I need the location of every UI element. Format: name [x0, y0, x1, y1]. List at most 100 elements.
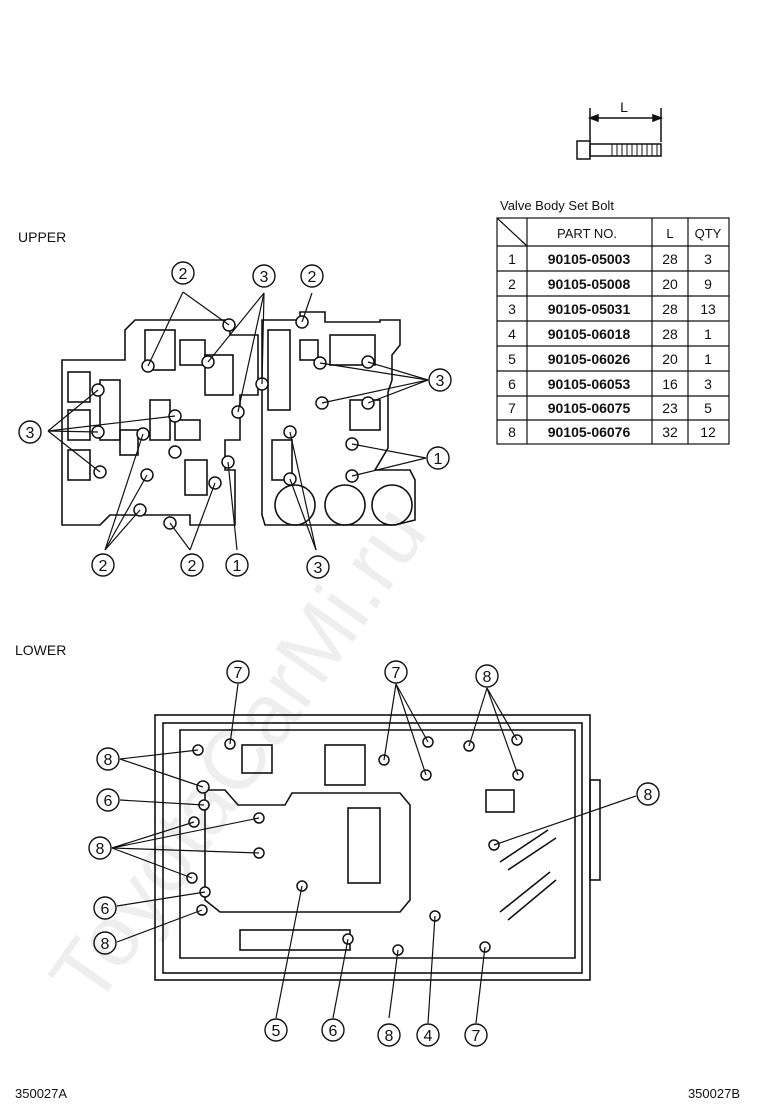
svg-text:90105-05031: 90105-05031 [548, 301, 631, 317]
svg-text:8: 8 [508, 424, 516, 440]
svg-text:3: 3 [260, 269, 269, 286]
svg-text:13: 13 [700, 301, 716, 317]
table-header-qty: QTY [695, 226, 722, 241]
table-row: 1 90105-05003 28 3 [508, 251, 712, 267]
svg-text:8: 8 [483, 669, 492, 686]
svg-text:3: 3 [704, 376, 712, 392]
svg-text:20: 20 [662, 351, 678, 367]
callout-2: 2 [180, 553, 204, 577]
table-header-l: L [666, 226, 673, 241]
svg-text:7: 7 [508, 400, 516, 416]
svg-text:90105-05003: 90105-05003 [548, 251, 631, 267]
lower-valve-body [154, 714, 601, 981]
callout-7: 7 [384, 660, 408, 684]
svg-text:90105-05008: 90105-05008 [548, 276, 631, 292]
svg-text:28: 28 [662, 326, 678, 342]
svg-text:4: 4 [424, 1028, 433, 1045]
callout-2: 2 [171, 261, 195, 285]
callout-4: 4 [416, 1023, 440, 1047]
lower-leader-lines [111, 683, 637, 1024]
callout-8: 8 [93, 931, 117, 955]
svg-text:12: 12 [700, 424, 716, 440]
callout-6: 6 [96, 788, 120, 812]
svg-text:20: 20 [662, 276, 678, 292]
callout-7: 7 [464, 1023, 488, 1047]
callout-8: 8 [96, 747, 120, 771]
upper-label: UPPER [18, 229, 66, 245]
svg-text:90105-06053: 90105-06053 [548, 376, 631, 392]
svg-text:3: 3 [704, 251, 712, 267]
callout-5: 5 [264, 1018, 288, 1042]
svg-text:1: 1 [704, 326, 712, 342]
svg-text:8: 8 [101, 936, 110, 953]
svg-text:3: 3 [508, 301, 516, 317]
svg-text:9: 9 [704, 276, 712, 292]
svg-text:32: 32 [662, 424, 678, 440]
svg-text:7: 7 [234, 665, 243, 682]
svg-text:6: 6 [508, 376, 516, 392]
table-title: Valve Body Set Bolt [500, 198, 614, 213]
callout-8: 8 [475, 664, 499, 688]
callout-8: 8 [377, 1023, 401, 1047]
svg-text:8: 8 [96, 841, 105, 858]
svg-text:3: 3 [26, 425, 35, 442]
svg-text:2: 2 [308, 269, 317, 286]
callout-2: 2 [300, 264, 324, 288]
callout-8: 8 [636, 782, 660, 806]
dimension-label: L [620, 99, 628, 115]
svg-text:7: 7 [472, 1028, 481, 1045]
callout-1: 1 [225, 553, 249, 577]
svg-text:90105-06026: 90105-06026 [548, 351, 631, 367]
callout-3: 3 [18, 420, 42, 444]
svg-text:5: 5 [272, 1023, 281, 1040]
table-row: 6 90105-06053 16 3 [508, 376, 712, 392]
svg-text:1: 1 [434, 451, 443, 468]
svg-text:8: 8 [385, 1028, 394, 1045]
svg-text:8: 8 [644, 787, 653, 804]
svg-text:8: 8 [104, 752, 113, 769]
callout-3: 3 [306, 555, 330, 579]
svg-text:3: 3 [436, 373, 445, 390]
table-row: 7 90105-06075 23 5 [508, 400, 712, 416]
svg-text:90105-06018: 90105-06018 [548, 326, 631, 342]
figure-code-left: 350027A [15, 1086, 67, 1101]
callout-6: 6 [93, 896, 117, 920]
table-row: 8 90105-06076 32 12 [508, 424, 716, 440]
callout-3: 3 [252, 264, 276, 288]
callout-3: 3 [428, 368, 452, 392]
lower-label: LOWER [15, 642, 66, 658]
callout-7: 7 [226, 660, 250, 684]
svg-text:1: 1 [704, 351, 712, 367]
svg-text:4: 4 [508, 326, 516, 342]
svg-text:90105-06075: 90105-06075 [548, 400, 631, 416]
svg-text:1: 1 [233, 558, 242, 575]
svg-text:3: 3 [314, 560, 323, 577]
svg-text:28: 28 [662, 251, 678, 267]
table-row: 5 90105-06026 20 1 [508, 351, 712, 367]
figure-code-right: 350027B [688, 1086, 740, 1101]
svg-text:2: 2 [508, 276, 516, 292]
upper-valve-body [61, 311, 416, 526]
upper-leader-lines [47, 291, 429, 551]
svg-text:16: 16 [662, 376, 678, 392]
svg-text:6: 6 [329, 1023, 338, 1040]
table-row: 3 90105-05031 28 13 [508, 301, 716, 317]
svg-text:5: 5 [508, 351, 516, 367]
svg-text:2: 2 [179, 266, 188, 283]
upper-bolt-holes [91, 315, 375, 530]
svg-text:2: 2 [188, 558, 197, 575]
callout-8: 8 [88, 836, 112, 860]
svg-text:28: 28 [662, 301, 678, 317]
svg-text:23: 23 [662, 400, 678, 416]
upper-callouts: 2 3 2 3 3 1 2 2 1 3 [18, 261, 452, 579]
bolt-table [496, 217, 730, 445]
svg-text:6: 6 [101, 901, 110, 918]
callout-6: 6 [321, 1018, 345, 1042]
callout-1: 1 [426, 446, 450, 470]
svg-text:7: 7 [392, 665, 401, 682]
svg-text:90105-06076: 90105-06076 [548, 424, 631, 440]
callout-2: 2 [91, 553, 115, 577]
svg-text:2: 2 [99, 558, 108, 575]
bolt-icon [576, 108, 664, 160]
svg-text:6: 6 [104, 793, 113, 810]
